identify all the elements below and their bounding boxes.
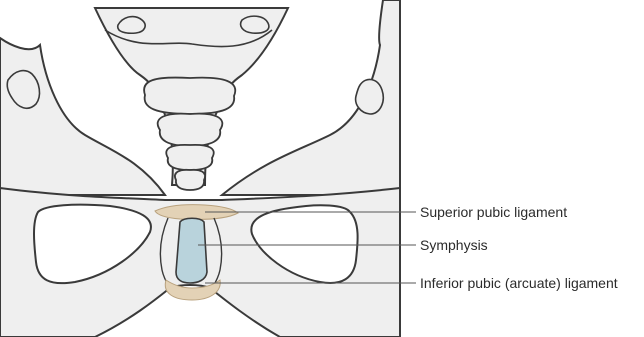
sacroiliac-right: [356, 79, 384, 114]
symphysis-disc: [176, 218, 207, 283]
label-symphysis: Symphysis: [420, 238, 488, 252]
label-superior-pubic-ligament: Superior pubic ligament: [420, 205, 567, 219]
label-inferior-pubic-ligament: Inferior pubic (arcuate) ligament: [420, 276, 618, 290]
sacral-foramen-right: [241, 16, 269, 33]
coccyx-segment-4: [175, 170, 205, 190]
coccyx-segment-2: [158, 114, 223, 146]
coccyx-segment-3: [166, 145, 213, 170]
coccyx-segment-1: [144, 78, 235, 114]
